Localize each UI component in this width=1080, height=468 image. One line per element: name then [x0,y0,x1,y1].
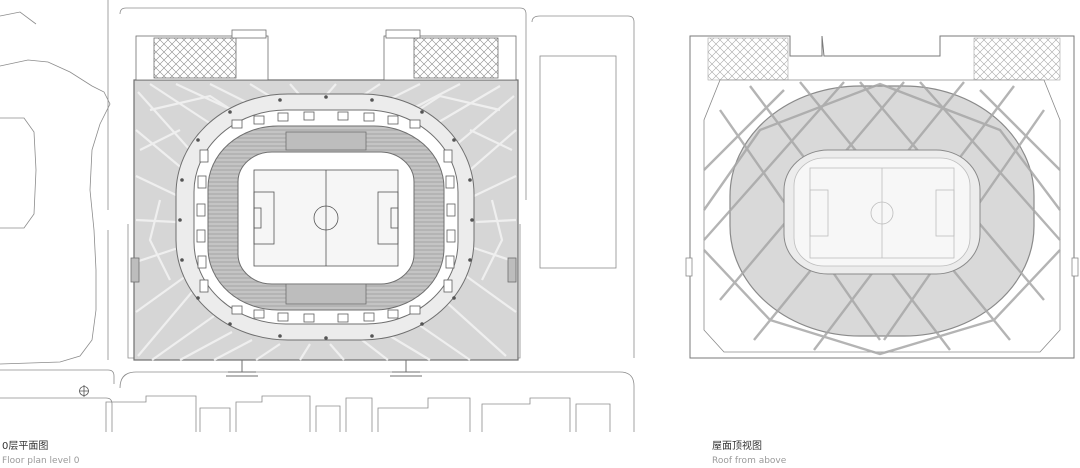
caption-left-cn: 0层平面图 [2,441,49,452]
side-gates [130,257,517,283]
pitch-floor-plan [253,169,399,267]
pitch-roof-view [809,167,955,259]
caption-right-en: Roof from above [712,456,787,466]
stadium-bowl [175,93,475,341]
north-arrow-icon [79,385,89,397]
annex-buildings [135,29,517,81]
roof-plan [685,35,1079,359]
caption-right-cn: 屋面顶视图 [712,441,762,452]
site-context [0,0,635,432]
entrance-steps [226,360,422,377]
caption-left-en: Floor plan level 0 [2,456,80,466]
